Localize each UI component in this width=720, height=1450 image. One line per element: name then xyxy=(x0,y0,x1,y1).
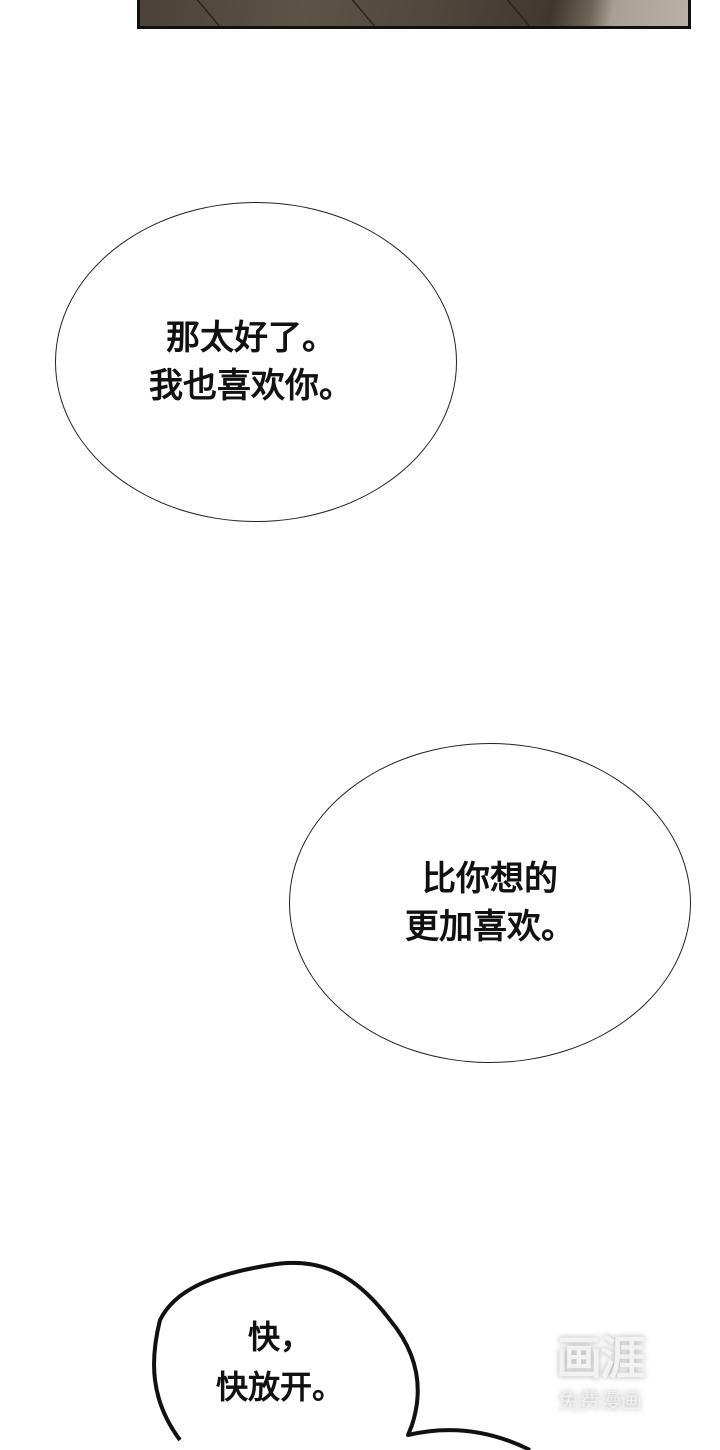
floor-seam xyxy=(193,0,229,26)
floor-seam xyxy=(503,0,539,26)
speech-bubble-3-text: 快， 快放开。 xyxy=(210,1312,350,1412)
watermark-subtitle: 免费漫画 xyxy=(558,1389,642,1413)
watermark-logo: 画涯 xyxy=(556,1331,646,1385)
speech-bubble-text: 那太好了。 我也喜欢你。 xyxy=(46,314,456,410)
bubble-line: 比你想的 xyxy=(422,859,558,899)
floor-seam xyxy=(348,0,384,26)
bubble-line: 那太好了。 xyxy=(166,318,336,358)
bubble-line: 快放开。 xyxy=(215,1368,344,1406)
speech-bubble-2: 比你想的 更加喜欢。 xyxy=(289,743,691,1063)
bubble-line: 我也喜欢你。 xyxy=(149,366,353,406)
comic-panel-top xyxy=(137,0,691,29)
bubble-line: 更加喜欢。 xyxy=(405,907,575,947)
speech-bubble-1: 那太好了。 我也喜欢你。 xyxy=(55,202,457,522)
watermark: 画涯 免费漫画 xyxy=(538,1328,662,1428)
bubble-line: 快， xyxy=(247,1318,312,1356)
shout-bubble-outline xyxy=(152,1260,531,1450)
speech-bubble-text: 比你想的 更加喜欢。 xyxy=(290,855,690,951)
